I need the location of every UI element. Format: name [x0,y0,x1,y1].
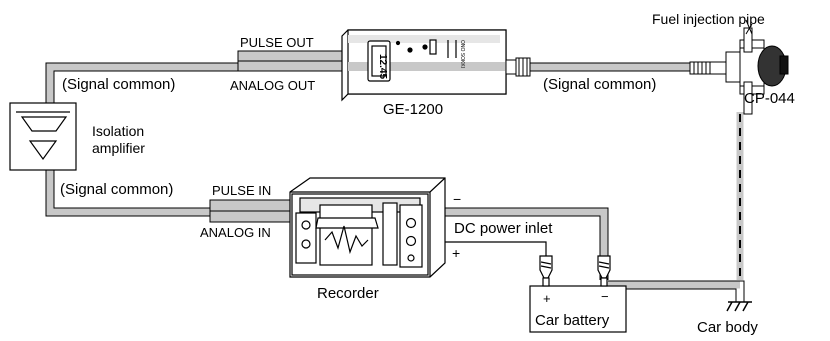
cp-044-label: CP-044 [744,90,795,107]
isolation-amplifier [9,102,77,171]
signal-common-right-label: (Signal common) [543,76,657,93]
ge-1200-device [341,29,507,102]
dc-power-inlet-label: DC power inlet [454,220,553,237]
car-body-ground-symbol [726,301,752,312]
ge-1200-label: GE-1200 [383,101,444,118]
car-body-label: Car body [697,319,758,336]
battery-plus-label: + [543,291,551,306]
battery-minus-label: − [601,289,609,304]
fuel-injection-pipe-label: Fuel injection pipe [652,11,765,27]
signal-common-top-label: (Signal common) [62,76,176,93]
pulse-out-label: PULSE OUT [240,35,314,50]
signal-common-cable-top [46,63,238,103]
signal-common-mid-label: (Signal common) [60,181,174,198]
ge-1200-brand-text: ONO SOKKI [459,40,465,68]
signal-common-cable-mid [46,170,210,216]
recorder-input-connectors [209,199,291,223]
amplifier-label: amplifier [92,140,145,156]
analog-out-label: ANALOG OUT [230,78,316,93]
fuel-injection-pipe [743,19,753,115]
cp-044-sensor [689,39,789,95]
recorder-device [289,177,446,278]
car-battery-label: Car battery [535,312,610,329]
ge-output-connectors [237,50,343,72]
recorder-minus-label: − [453,191,462,207]
car-battery [529,255,627,333]
pulse-in-label: PULSE IN [212,183,272,198]
ge-right-connector [505,57,531,77]
isolation-label: Isolation [92,123,145,139]
analog-in-label: ANALOG IN [200,225,271,240]
ge-1200-display-readout: 12.45 [377,54,388,79]
recorder-label: Recorder [317,285,379,302]
recorder-plus-label: + [452,245,461,261]
